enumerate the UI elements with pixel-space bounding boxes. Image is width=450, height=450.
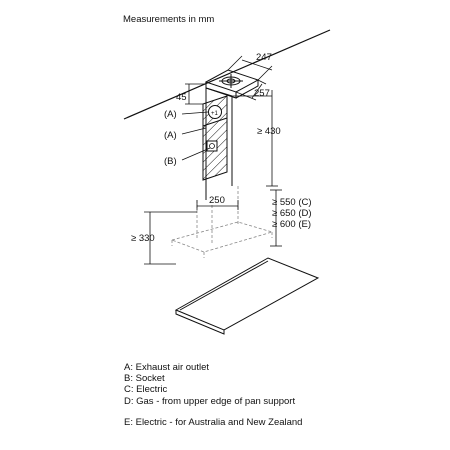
dim-250-label: 250 [209, 195, 225, 206]
legend-item-a: A: Exhaust air outlet [124, 362, 210, 373]
dimension-250 [196, 200, 239, 210]
ceiling-line [123, 29, 331, 120]
dimension-430 [232, 90, 278, 187]
dimension-clearance [270, 189, 282, 247]
svg-text:+1: +1 [211, 111, 219, 117]
dim-330-label: ≥ 330 [131, 233, 155, 244]
callout-leaders [181, 111, 211, 161]
dimension-45 [185, 83, 206, 105]
dim-e-label: ≥ 600 (E) [272, 219, 311, 230]
diagram-title: Measurements in mm [123, 14, 215, 25]
socket-icon [206, 140, 218, 152]
socket-zone: +1 [202, 95, 228, 181]
legend-gap [124, 407, 302, 417]
legend-item-b: B: Socket [124, 373, 165, 385]
dim-c-label: ≥ 550 (C) [272, 197, 312, 208]
exhaust-outlet-icon [208, 105, 222, 119]
legend: A: Exhaust air outlet B: Socket C: Elect… [124, 362, 302, 428]
dim-257-label: 257 [254, 88, 270, 99]
legend-item-c: C: Electric [124, 384, 168, 396]
callout-a-exhaust: (A) [164, 109, 177, 120]
dim-d-label: ≥ 650 (D) [272, 208, 312, 219]
callout-a-outlet: (A) [164, 130, 177, 141]
hob [174, 257, 320, 335]
legend-item-d: D: Gas - from upper edge of pan support [124, 395, 296, 407]
dim-430-label: ≥ 430 [257, 126, 281, 137]
legend-item-e: E: Electric - for Australia and New Zeal… [124, 416, 303, 428]
dim-247-label: 247 [256, 52, 272, 63]
dim-45-label: 45 [176, 92, 187, 103]
dimension-247 [227, 55, 273, 81]
dimension-330 [144, 211, 197, 265]
chimney-top [204, 69, 260, 99]
callout-b-socket: (B) [164, 156, 177, 167]
